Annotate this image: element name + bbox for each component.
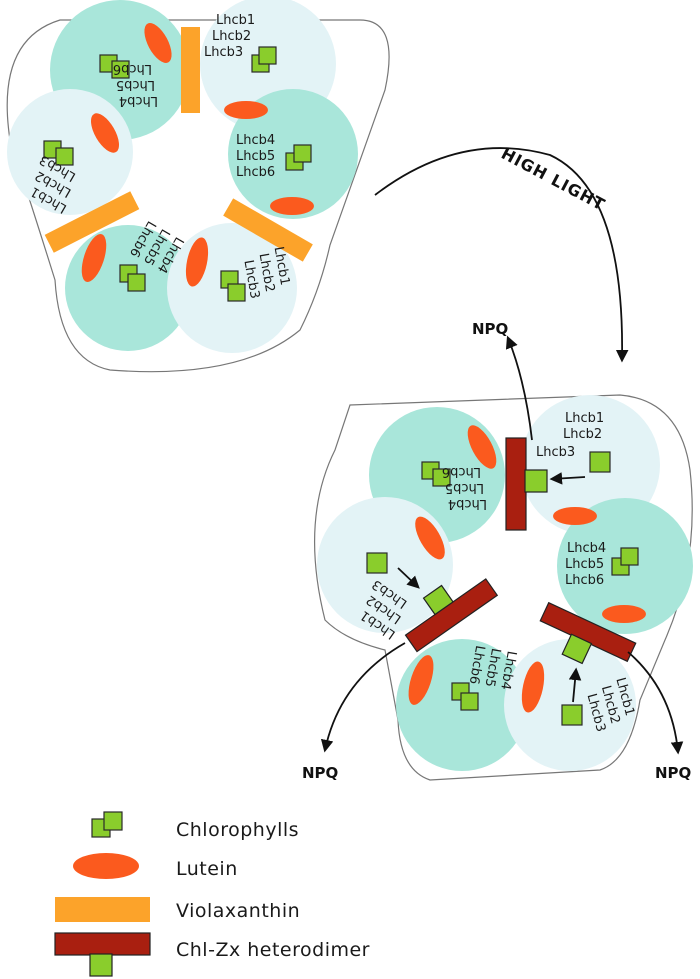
svg-text:Lhcb4: Lhcb4 [497, 650, 519, 691]
lutein [521, 661, 545, 713]
chlorophylls [366, 451, 639, 726]
svg-text:Lhcb1: Lhcb1 [271, 245, 293, 286]
lhcb-label-4to6: Lhcb4 Lhcb5 Lhcb6 [442, 464, 487, 511]
lutein-icon [73, 853, 139, 879]
legend-heterodimer: Chl-Zx heterodimer [54, 932, 370, 977]
svg-text:Chlorophylls: Chlorophylls [176, 819, 299, 841]
lutein [185, 237, 209, 287]
svg-text:Lhcb5: Lhcb5 [481, 647, 503, 688]
svg-text:Violaxanthin: Violaxanthin [176, 900, 300, 922]
lutein [91, 113, 119, 153]
svg-text:Lhcb2: Lhcb2 [256, 252, 278, 293]
trimer-low-light: Lhcb1 Lhcb2 Lhcb3 Lhcb4 Lhcb5 Lhcb6 Lhcb… [6, 0, 390, 373]
svg-text:Chl-Zx heterodimer: Chl-Zx heterodimer [176, 939, 370, 961]
svg-text:Lhcb4: Lhcb4 [567, 541, 606, 556]
lhcb-label-1to3: Lhcb1 Lhcb2 Lhcb3 [240, 245, 293, 300]
svg-text:Lhcb3: Lhcb3 [240, 259, 262, 300]
svg-text:Lhcb5: Lhcb5 [445, 480, 484, 495]
lutein [144, 23, 172, 63]
svg-text:Lhcb2: Lhcb2 [563, 427, 602, 442]
transfer-arrows [397, 472, 586, 703]
legend-chlorophylls: Chlorophylls [91, 811, 299, 841]
svg-text:Lhcb5: Lhcb5 [565, 557, 604, 572]
svg-text:Lhcb6: Lhcb6 [442, 464, 481, 479]
lutein [602, 605, 646, 623]
svg-text:Lhcb2: Lhcb2 [212, 29, 251, 44]
lhcb-label-4to6: Lhcb4 Lhcb5 Lhcb6 [236, 133, 275, 180]
chl-zx-heterodimer [539, 601, 637, 665]
lutein [467, 425, 497, 469]
svg-text:Lhcb3: Lhcb3 [204, 45, 243, 60]
svg-text:Lhcb1: Lhcb1 [565, 411, 604, 426]
chlorophylls [43, 46, 312, 302]
svg-text:Lhcb5: Lhcb5 [236, 149, 275, 164]
lhcb-label-4to6: Lhcb4 Lhcb5 Lhcb6 [113, 61, 158, 108]
svg-text:Lhcb4: Lhcb4 [236, 133, 275, 148]
svg-text:Lhcb4: Lhcb4 [119, 93, 158, 108]
svg-text:Lhcb6: Lhcb6 [466, 644, 488, 685]
violaxanthin [223, 198, 313, 262]
high-light-label: HIGH LIGHT [498, 144, 608, 215]
trimer-high-light: Lhcb1 Lhcb2 Lhcb3 Lhcb4 Lhcb5 Lhcb6 Lhcb… [302, 320, 693, 782]
lhcb-label-1to3: Lhcb1 Lhcb2 Lhcb3 [204, 13, 255, 60]
heterodimer-icon [54, 932, 151, 977]
lhcb-label-4to6: Lhcb4 Lhcb5 Lhcb6 [466, 644, 519, 691]
violaxanthin [44, 191, 140, 253]
svg-text:Lhcb6: Lhcb6 [565, 573, 604, 588]
legend-violaxanthin: Violaxanthin [55, 897, 300, 922]
lutein [408, 655, 434, 705]
violaxanthin [181, 27, 200, 113]
lhcb-label-1to3: Lhcb1 Lhcb2 Lhcb3 [536, 411, 604, 460]
npq-label: NPQ [655, 764, 691, 782]
lutein [553, 507, 597, 525]
lhcb-label-4to6: Lhcb4 Lhcb5 Lhcb6 [565, 541, 606, 588]
chl-zx-heterodimer [404, 578, 499, 653]
svg-text:Lhcb6: Lhcb6 [113, 61, 152, 76]
npq-label: NPQ [472, 320, 508, 338]
lutein [81, 234, 107, 282]
chlorophylls-icon [91, 811, 123, 838]
legend: Chlorophylls Lutein Violaxanthin Chl-Zx … [54, 811, 370, 977]
svg-text:Lhcb5: Lhcb5 [116, 77, 155, 92]
npq-arrows [320, 335, 684, 755]
svg-text:Lutein: Lutein [176, 858, 238, 880]
svg-text:Lhcb4: Lhcb4 [448, 496, 487, 511]
violaxanthin-icon [55, 897, 150, 922]
trimer-outline [313, 394, 693, 781]
lutein [224, 101, 268, 119]
svg-text:Lhcb6: Lhcb6 [236, 165, 275, 180]
legend-lutein: Lutein [73, 853, 238, 880]
svg-text:Lhcb3: Lhcb3 [536, 445, 575, 460]
lutein [415, 516, 445, 560]
npq-label: NPQ [302, 764, 338, 782]
lutein [270, 197, 314, 215]
chl-zx-heterodimer [505, 437, 548, 531]
svg-text:Lhcb1: Lhcb1 [216, 13, 255, 28]
